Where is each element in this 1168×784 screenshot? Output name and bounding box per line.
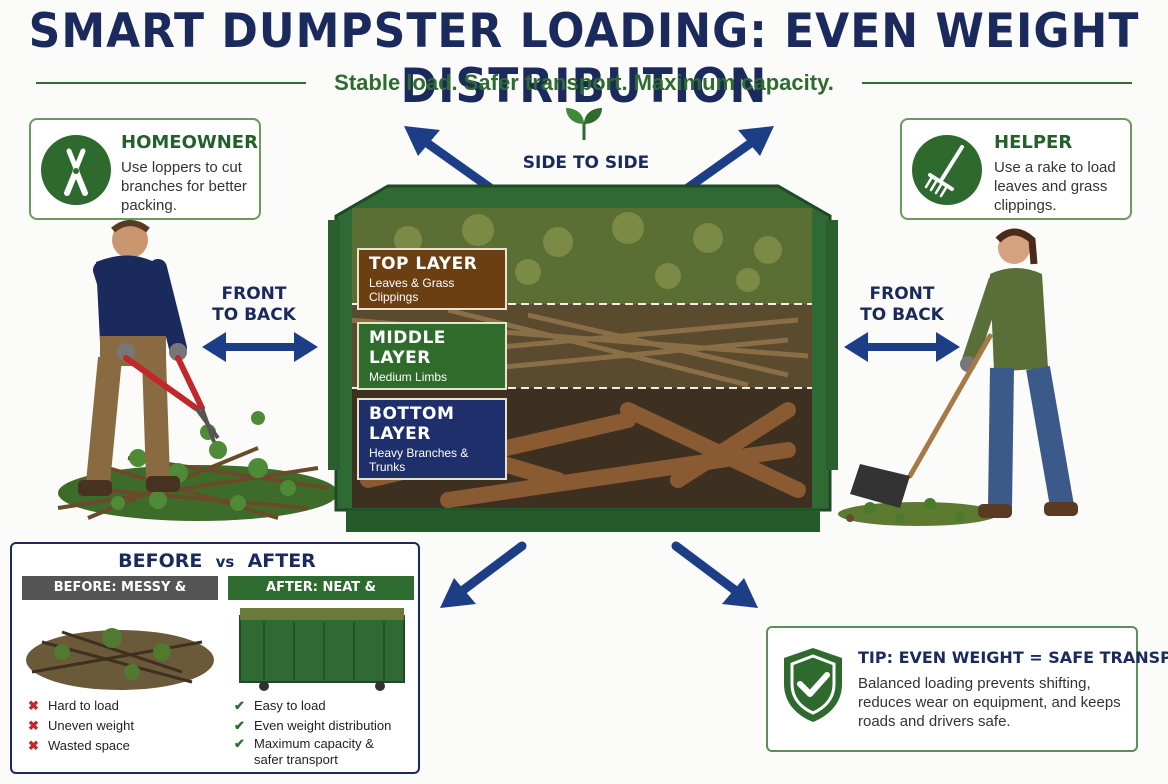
list-item: ✖Wasted space <box>28 736 134 756</box>
homeowner-title: HOMEOWNER <box>121 132 258 153</box>
front-to-back-label-left: FRONT TO BACK <box>212 284 296 325</box>
x-icon: ✖ <box>28 738 39 753</box>
helper-text: Use a rake to load leaves and grass clip… <box>994 159 1116 214</box>
list-item: ✖Uneven weight <box>28 716 134 736</box>
helper-title: HELPER <box>994 132 1073 153</box>
x-icon: ✖ <box>28 718 39 733</box>
layer-title-bottom: BOTTOM LAYER <box>369 404 455 444</box>
arrow-up-left-icon <box>404 126 501 197</box>
messy-pile-image <box>26 628 214 690</box>
tip-panel: TIP: EVEN WEIGHT = SAFE TRANSPORT Balanc… <box>766 626 1168 752</box>
helper-person <box>850 228 1078 518</box>
shield-check-icon <box>784 648 842 722</box>
check-icon: ✔ <box>234 736 245 751</box>
check-icon: ✔ <box>234 718 245 733</box>
list-item: ✔Easy to load <box>234 696 414 716</box>
list-item: ✔Even weight distribution <box>234 716 414 736</box>
helper-illustration <box>838 228 1078 526</box>
arrow-up-right-icon <box>677 126 774 197</box>
after-label: AFTER: NEAT & BALANCED <box>228 576 414 619</box>
before-after-heading: BEFORE vs AFTER <box>118 550 316 572</box>
loppers-icon <box>41 135 111 205</box>
rake-icon <box>912 135 982 205</box>
after-list: ✔Easy to load ✔Even weight distribution … <box>234 696 414 768</box>
page-title: SMART DUMPSTER LOADING: EVEN WEIGHT DIST… <box>28 3 1140 115</box>
arrow-down-left-icon <box>440 541 527 608</box>
layer-tag-top: TOP LAYER Leaves & Grass Clippings <box>357 248 507 310</box>
before-label: BEFORE: MESSY & UNEVEN <box>22 576 218 619</box>
layer-tag-bottom: BOTTOM LAYER Heavy Branches & Trunks <box>357 398 507 480</box>
layer-title-middle: MIDDLE LAYER <box>369 328 446 368</box>
double-arrow-left-icon <box>202 332 318 362</box>
check-icon: ✔ <box>234 698 245 713</box>
sprout-icon <box>566 108 602 140</box>
helper-card: HELPER Use a rake to load leaves and gra… <box>900 118 1132 220</box>
neat-dumpster-image <box>239 608 405 691</box>
before-after-panel: BEFORE vs AFTER BEFORE: MESSY & UNEVEN A… <box>10 542 420 774</box>
homeowner-illustration <box>57 220 336 521</box>
layer-title-top: TOP LAYER <box>369 254 478 274</box>
before-list: ✖Hard to load ✖Uneven weight ✖Wasted spa… <box>28 696 134 756</box>
layer-subtitle-top: Leaves & Grass Clippings <box>369 276 455 304</box>
double-arrow-right-icon <box>844 332 960 362</box>
homeowner-text: Use loppers to cut branches for better p… <box>121 159 247 214</box>
subtitle-rule-right <box>862 82 1132 84</box>
list-item: ✖Hard to load <box>28 696 134 716</box>
homeowner-person <box>78 220 220 496</box>
tip-text: Balanced loading prevents shifting, redu… <box>858 675 1121 730</box>
arrow-down-right-icon <box>671 541 758 608</box>
layer-subtitle-middle: Medium Limbs <box>369 370 448 384</box>
x-icon: ✖ <box>28 698 39 713</box>
leaf-pile-right <box>838 493 998 526</box>
side-to-side-label: SIDE TO SIDE <box>522 153 650 173</box>
tip-title: TIP: EVEN WEIGHT = SAFE TRANSPORT <box>858 648 1168 667</box>
branch-pile-left <box>57 411 336 521</box>
layer-subtitle-bottom: Heavy Branches & Trunks <box>369 446 469 474</box>
list-item: ✔Maximum capacity & safer transport <box>234 736 374 767</box>
subtitle-rule-left <box>36 82 306 84</box>
page-subtitle: Stable load. Safer transport. Maximum ca… <box>334 70 834 95</box>
layer-tag-middle: MIDDLE LAYER Medium Limbs <box>357 322 507 390</box>
homeowner-card: HOMEOWNER Use loppers to cut branches fo… <box>29 118 261 220</box>
front-to-back-label-right: FRONT TO BACK <box>860 284 944 325</box>
